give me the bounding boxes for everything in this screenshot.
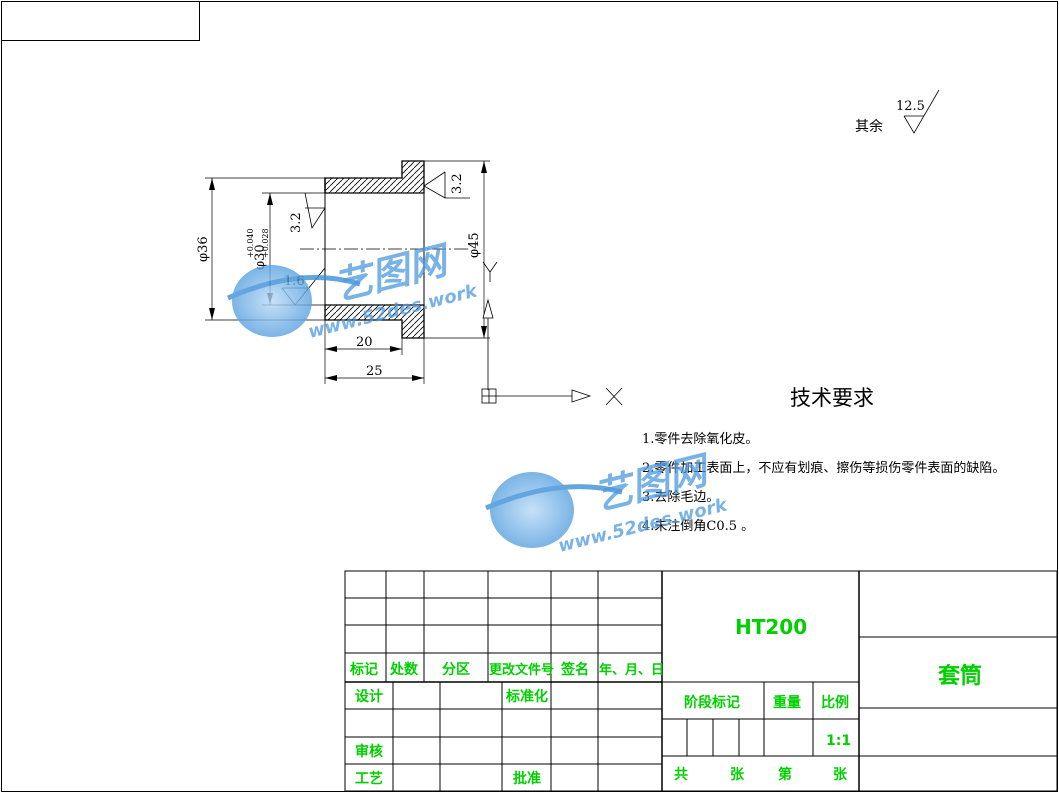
requirement-1: 1.零件去除氧化皮。	[642, 432, 758, 447]
dim-phi30-upper: +0.040	[246, 228, 255, 258]
roughness-inner: 3.2	[289, 212, 304, 233]
sheet-unit-2: 张	[833, 767, 848, 783]
label-stage-mark: 阶段标记	[684, 694, 740, 711]
dim-phi45: φ45	[467, 232, 482, 258]
part-name-text: 套筒	[938, 663, 982, 689]
label-approve: 批准	[513, 770, 541, 787]
watermark-logo-1	[226, 265, 361, 337]
requirement-2: 2.零件加工表面上，不应有划痕、擦伤等损伤零件表面的缺陷。	[642, 460, 1005, 476]
roughness-note-value: 12.5	[896, 99, 925, 114]
watermark-logo-2	[485, 472, 623, 548]
dim-phi30: φ30	[253, 244, 268, 270]
corner-code-box	[1, 1, 200, 41]
dim-length-20: 20	[356, 335, 373, 350]
label-review: 审核	[355, 743, 383, 760]
dim-length-25: 25	[366, 364, 383, 379]
sheet-no-label: 第	[778, 766, 792, 783]
dim-phi36: φ36	[196, 236, 211, 262]
requirement-4: 4.未注倒角C0.5 。	[642, 519, 754, 534]
rev-header-count: 处数	[389, 661, 419, 678]
sheet-total-label: 共	[674, 766, 688, 783]
requirements-title: 技术要求	[790, 386, 874, 410]
rev-header-doc: 更改文件号	[489, 662, 554, 678]
roughness-note-label: 其余	[855, 118, 883, 135]
label-process: 工艺	[355, 770, 383, 787]
label-design: 设计	[355, 688, 383, 705]
rev-header-date: 年、月、日	[599, 662, 664, 678]
material-text: HT200	[735, 615, 807, 639]
label-scale: 比例	[821, 694, 849, 711]
requirement-3: 3.去除毛边。	[642, 490, 719, 505]
roughness-flange: 3.2	[450, 173, 465, 194]
part-section-view	[205, 160, 623, 406]
rev-header-sign: 签名	[560, 661, 589, 678]
dim-phi30-lower: +0.028	[261, 228, 270, 258]
title-block-grid	[344, 570, 1058, 792]
label-standardize: 标准化	[505, 688, 548, 705]
rev-header-zone: 分区	[442, 662, 470, 678]
sheet-unit-1: 张	[730, 767, 745, 783]
roughness-note	[903, 89, 940, 134]
rev-header-mark: 标记	[349, 661, 378, 678]
scale-value: 1:1	[826, 733, 851, 749]
label-weight: 重量	[773, 694, 801, 711]
